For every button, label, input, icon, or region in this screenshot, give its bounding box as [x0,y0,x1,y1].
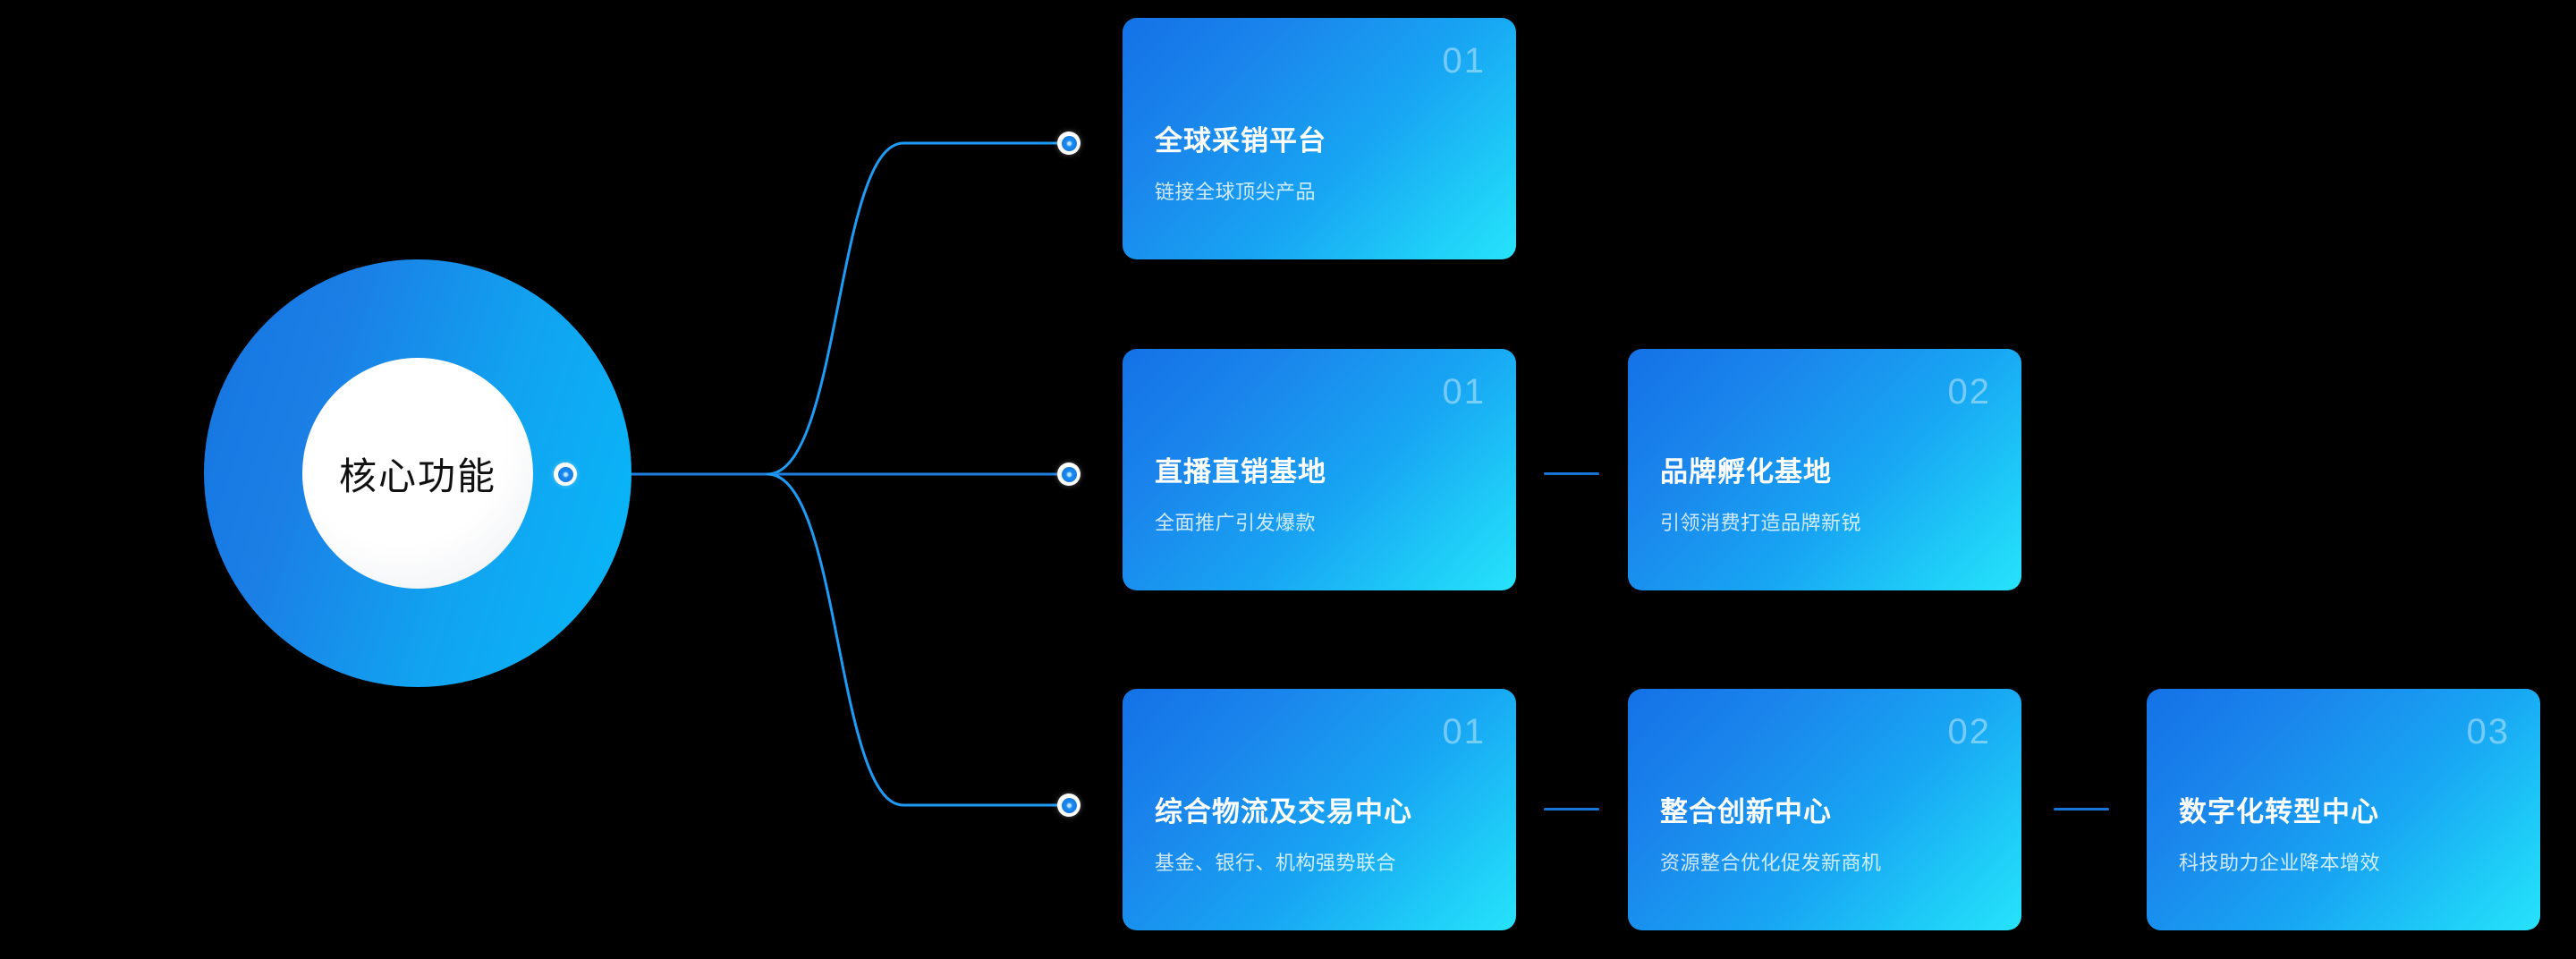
card-link-row3-2-3 [2054,808,2109,810]
card-number: 03 [2466,712,2510,751]
card-integration-innovation-center[interactable]: 02 整合创新中心 资源整合优化促发新商机 [1628,689,2021,930]
card-title: 全球采销平台 [1155,125,1326,157]
node-dot-branch-3[interactable] [1057,794,1080,817]
card-link-row2-1-2 [1544,472,1599,475]
card-subtitle: 资源整合优化促发新商机 [1660,852,1882,874]
card-live-streaming-base[interactable]: 01 直播直销基地 全面推广引发爆款 [1123,349,1516,590]
card-link-row3-1-2 [1544,808,1599,810]
card-subtitle: 全面推广引发爆款 [1155,512,1317,534]
card-title: 直播直销基地 [1155,456,1326,488]
connector-branch-1 [766,141,1066,476]
card-global-sourcing-platform[interactable]: 01 全球采销平台 链接全球顶尖产品 [1123,18,1516,259]
card-number: 02 [1947,372,1991,412]
card-number: 01 [1442,372,1486,412]
card-title: 综合物流及交易中心 [1155,796,1412,827]
node-dot-hub[interactable] [554,463,577,486]
card-title: 数字化转型中心 [2179,796,2379,827]
card-subtitle: 基金、银行、机构强势联合 [1155,852,1397,874]
hub-inner-circle: 核心功能 [302,358,533,589]
node-dot-branch-2[interactable] [1057,463,1080,486]
card-title: 品牌孵化基地 [1660,456,1832,488]
card-number: 01 [1442,712,1486,751]
card-brand-incubation-base[interactable]: 02 品牌孵化基地 引领消费打造品牌新锐 [1628,349,2021,590]
card-integrated-logistics-trading-center[interactable]: 01 综合物流及交易中心 基金、银行、机构强势联合 [1123,689,1516,930]
card-digital-transformation-center[interactable]: 03 数字化转型中心 科技助力企业降本增效 [2147,689,2540,930]
card-number: 01 [1442,41,1486,81]
card-subtitle: 链接全球顶尖产品 [1155,181,1317,203]
node-dot-branch-1[interactable] [1057,132,1080,155]
card-number: 02 [1947,712,1991,751]
card-title: 整合创新中心 [1660,796,1832,827]
card-subtitle: 引领消费打造品牌新锐 [1660,512,1862,534]
connector-branch-3 [766,472,1066,807]
card-subtitle: 科技助力企业降本增效 [2179,852,2381,874]
hub-label: 核心功能 [338,454,496,497]
